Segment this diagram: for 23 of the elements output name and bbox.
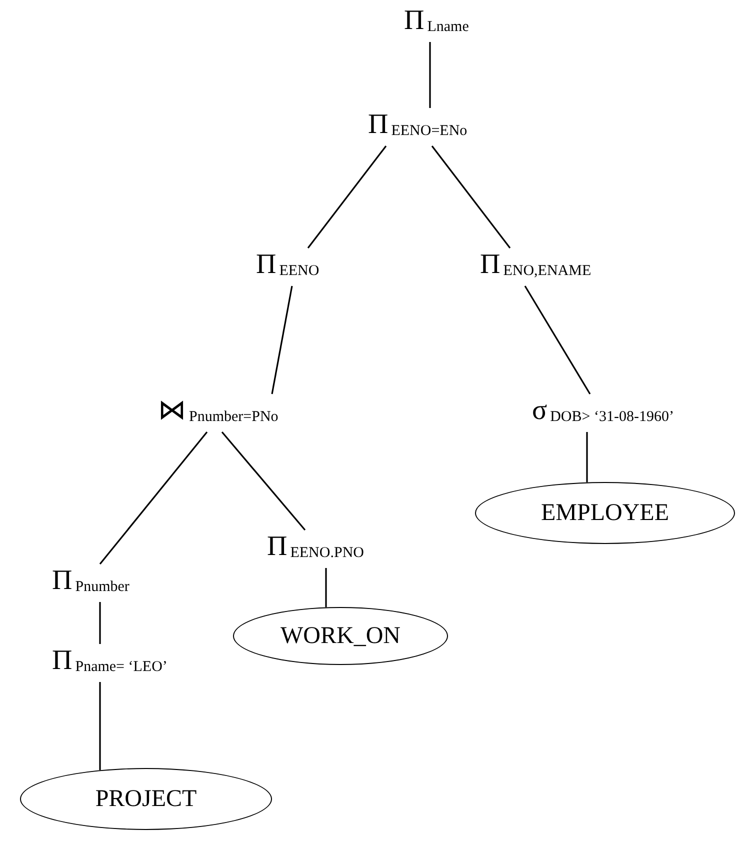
tree-edge: [307, 146, 387, 248]
tree-edge: [271, 286, 293, 394]
tree-edge: [524, 286, 591, 394]
relation-name: WORK_ON: [280, 622, 400, 650]
operator-label: Π$_{EENO.PNO}$: [267, 531, 364, 562]
operator-label: ⋈$_{Pnumber=PNo}$: [158, 395, 278, 426]
tree-edge: [429, 42, 431, 108]
tree-edge: [99, 602, 101, 644]
operator-label: Π$_{Pnumber}$: [52, 565, 130, 596]
operator-label: Π$_{EENO=ENo}$: [368, 109, 468, 140]
tree-edge: [586, 432, 588, 482]
operator-label: Π$_{Lname}$: [404, 5, 469, 36]
operator-label: Π$_{Pname= ‘LEO’}$: [52, 645, 168, 676]
operator-label: Π$_{ENO,ENAME}$: [480, 249, 592, 280]
tree-edge: [99, 682, 101, 770]
operator-label: σ$_{DOB> ‘31-08-1960’}$: [532, 395, 674, 426]
tree-edge: [221, 431, 306, 531]
tree-edge: [431, 146, 511, 248]
tree-edge: [325, 568, 327, 608]
relation-name: EMPLOYEE: [541, 500, 669, 526]
operator-label: Π$_{EENO}$: [256, 249, 320, 280]
tree-edge: [99, 432, 208, 564]
relation-name: PROJECT: [95, 786, 197, 812]
